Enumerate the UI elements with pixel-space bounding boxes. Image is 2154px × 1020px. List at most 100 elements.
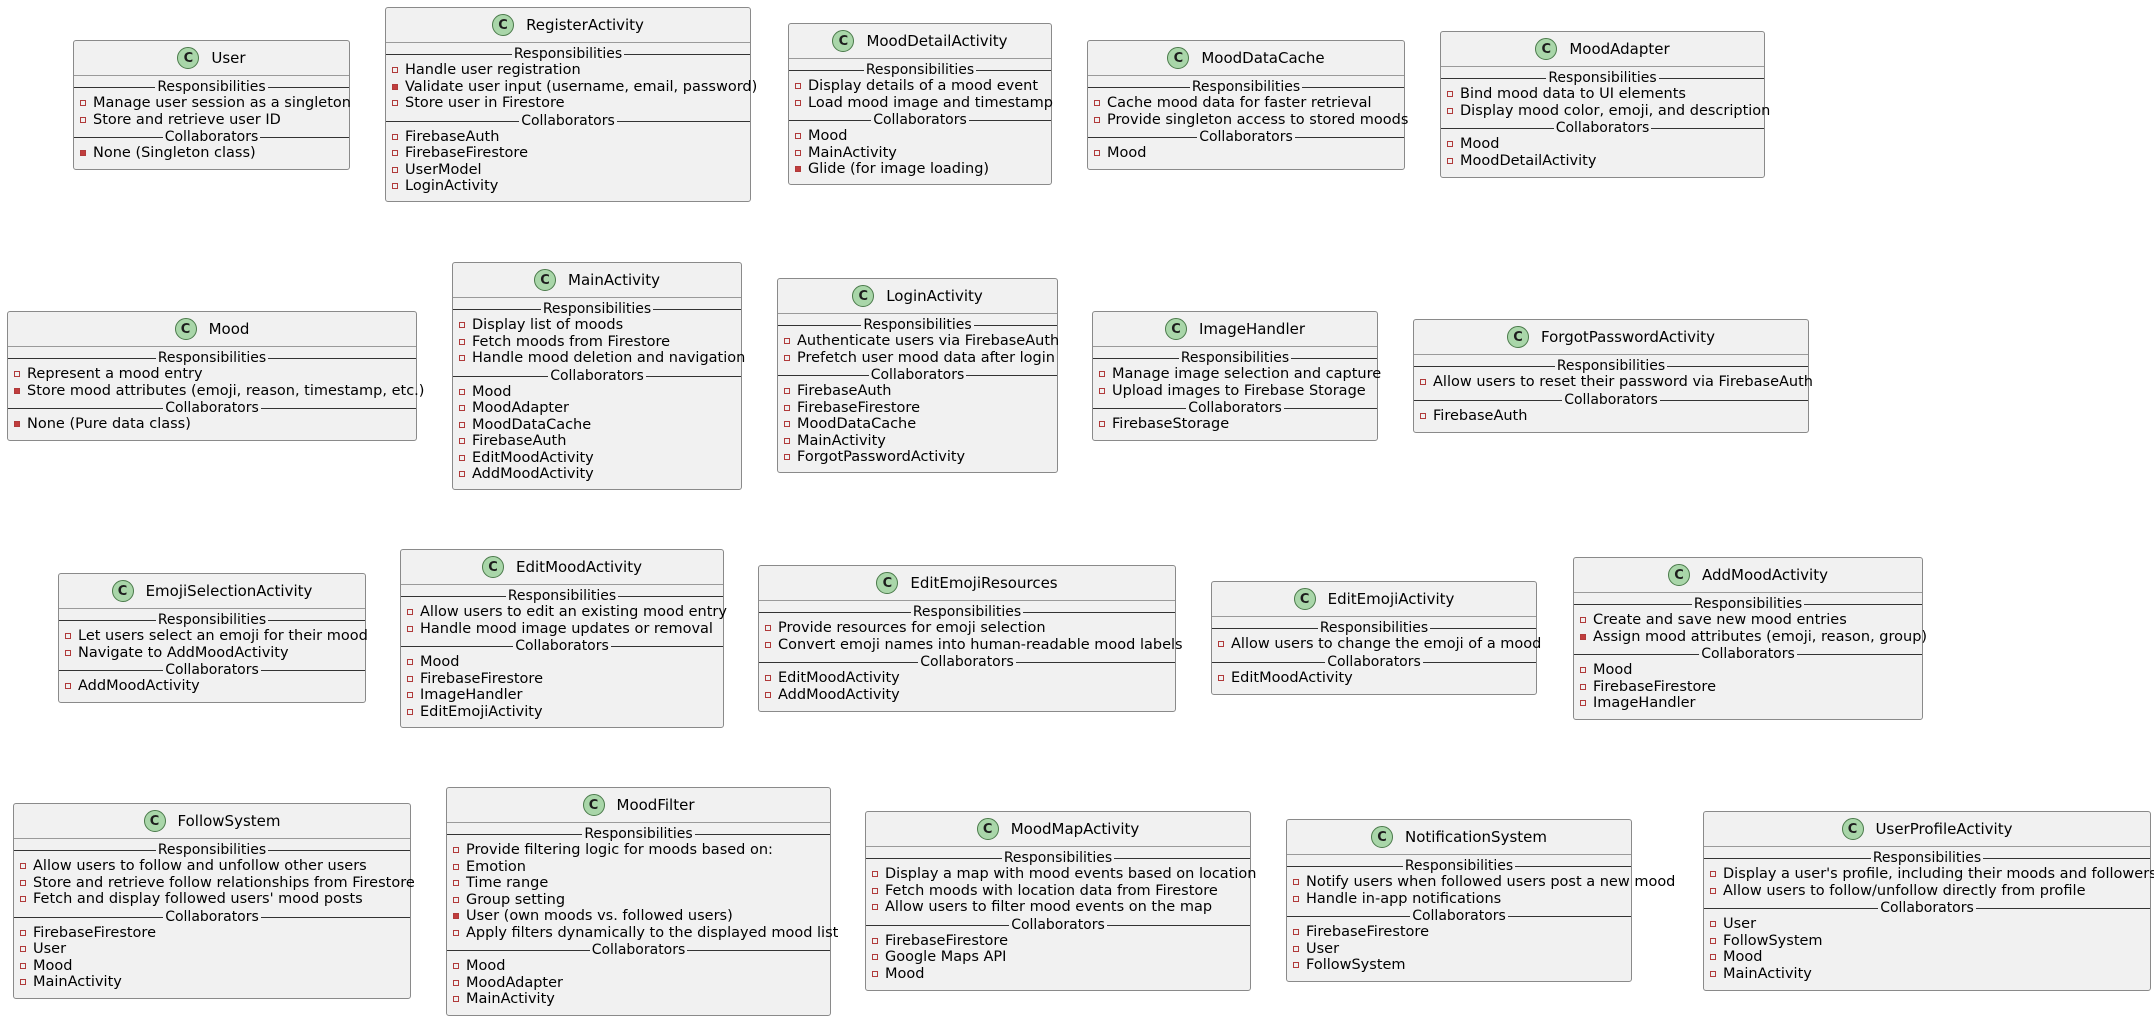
collaborator-text: Mood: [1460, 136, 1500, 152]
visibility-marker-icon: [1293, 945, 1299, 952]
responsibilities-label: Responsibilities: [1554, 358, 1668, 374]
collaborator-text: FollowSystem: [1306, 957, 1406, 973]
collaborators-separator: Collaborators: [14, 908, 410, 925]
visibility-marker-icon: [392, 133, 398, 140]
class-name: EditEmojiResources: [910, 574, 1058, 592]
visibility-marker-icon: [65, 649, 71, 656]
collaborators-separator: Collaborators: [453, 367, 741, 384]
visibility-marker-icon: [765, 691, 771, 698]
collaborators-separator: Collaborators: [789, 112, 1051, 128]
visibility-marker-icon: [392, 150, 398, 157]
class-name: Mood: [208, 320, 250, 338]
collaborator-text: Mood: [420, 654, 460, 670]
collaborator-item: LoginActivity: [386, 178, 750, 195]
responsibility-item: Convert emoji names into human-readable …: [759, 637, 1183, 654]
class-icon: C: [976, 818, 999, 840]
class-icon: C: [492, 14, 515, 36]
visibility-marker-icon: [1099, 387, 1105, 394]
visibility-marker-icon: [784, 437, 790, 444]
responsibility-text: Create and save new mood entries: [1593, 612, 1847, 628]
responsibilities-label: Responsibilities: [1546, 70, 1659, 86]
responsibility-text: Store and retrieve user ID: [93, 111, 281, 128]
responsibility-item: Display a user's profile, including thei…: [1704, 866, 2154, 883]
private-marker-icon: [14, 421, 20, 428]
visibility-marker-icon: [872, 887, 878, 894]
visibility-marker-icon: [453, 880, 459, 887]
collaborator-text: Mood: [885, 965, 925, 982]
visibility-marker-icon: [459, 355, 465, 362]
responsibility-item: Handle user registration: [386, 62, 750, 79]
visibility-marker-icon: [1218, 674, 1224, 681]
responsibility-text: Handle mood image updates or removal: [420, 620, 713, 637]
responsibilities-label: Responsibilities: [1178, 350, 1292, 366]
collaborator-item: Google Maps API: [866, 949, 1250, 966]
collaborator-item: ImageHandler: [401, 687, 723, 704]
visibility-marker-icon: [20, 979, 26, 986]
visibility-marker-icon: [453, 979, 459, 986]
collaborator-item: MainActivity: [1704, 966, 2150, 983]
visibility-marker-icon: [1293, 962, 1299, 969]
class-name: ForgotPasswordActivity: [1541, 328, 1715, 346]
responsibilities-separator: Responsibilities: [1088, 79, 1404, 95]
private-marker-icon: [1580, 633, 1586, 640]
class-name: EmojiSelectionActivity: [145, 582, 313, 600]
collaborator-text: UserModel: [405, 161, 482, 178]
class-icon: C: [1293, 588, 1316, 610]
collaborators-separator: Collaborators: [759, 654, 1175, 670]
collaborator-text: AddMoodActivity: [78, 678, 200, 694]
responsibility-text: Store user in Firestore: [405, 95, 565, 111]
visibility-marker-icon: [1218, 641, 1224, 648]
responsibility-text: Display mood color, emoji, and descripti…: [1460, 102, 1771, 119]
visibility-marker-icon: [1447, 141, 1453, 148]
visibility-marker-icon: [784, 421, 790, 428]
visibility-marker-icon: [14, 371, 20, 378]
collaborator-text: MoodAdapter: [472, 400, 569, 416]
visibility-marker-icon: [407, 708, 413, 715]
collaborator-item: UserModel: [386, 162, 750, 179]
collaborator-item: FollowSystem: [1287, 957, 1631, 974]
responsibility-text: Group setting: [466, 891, 566, 908]
class-name: LoginActivity: [886, 287, 983, 305]
responsibility-item: Group setting: [447, 892, 830, 909]
responsibility-text: Notify users when followed users post a …: [1306, 874, 1676, 890]
responsibilities-label: Responsibilities: [511, 46, 625, 62]
visibility-marker-icon: [1710, 954, 1716, 961]
responsibilities-separator: Responsibilities: [1212, 620, 1536, 636]
collaborator-item: MainActivity: [14, 974, 410, 991]
collaborators-label: Collaborators: [1410, 908, 1508, 924]
collaborator-item: AddMoodActivity: [453, 466, 741, 483]
responsibility-text: Manage image selection and capture: [1112, 366, 1382, 382]
collaborators-separator: Collaborators: [1212, 653, 1536, 670]
responsibility-item: User (own moods vs. followed users): [447, 908, 830, 925]
responsibility-item: Allow users to filter mood events on the…: [866, 899, 1250, 916]
responsibility-text: Handle mood deletion and navigation: [472, 350, 746, 366]
collaborator-text: AddMoodActivity: [778, 686, 900, 703]
responsibility-text: Display a map with mood events based on …: [885, 866, 1257, 882]
class-icon: C: [876, 572, 899, 594]
collaborator-text: FirebaseFirestore: [1593, 678, 1716, 695]
visibility-marker-icon: [784, 454, 790, 461]
visibility-marker-icon: [1293, 879, 1299, 886]
